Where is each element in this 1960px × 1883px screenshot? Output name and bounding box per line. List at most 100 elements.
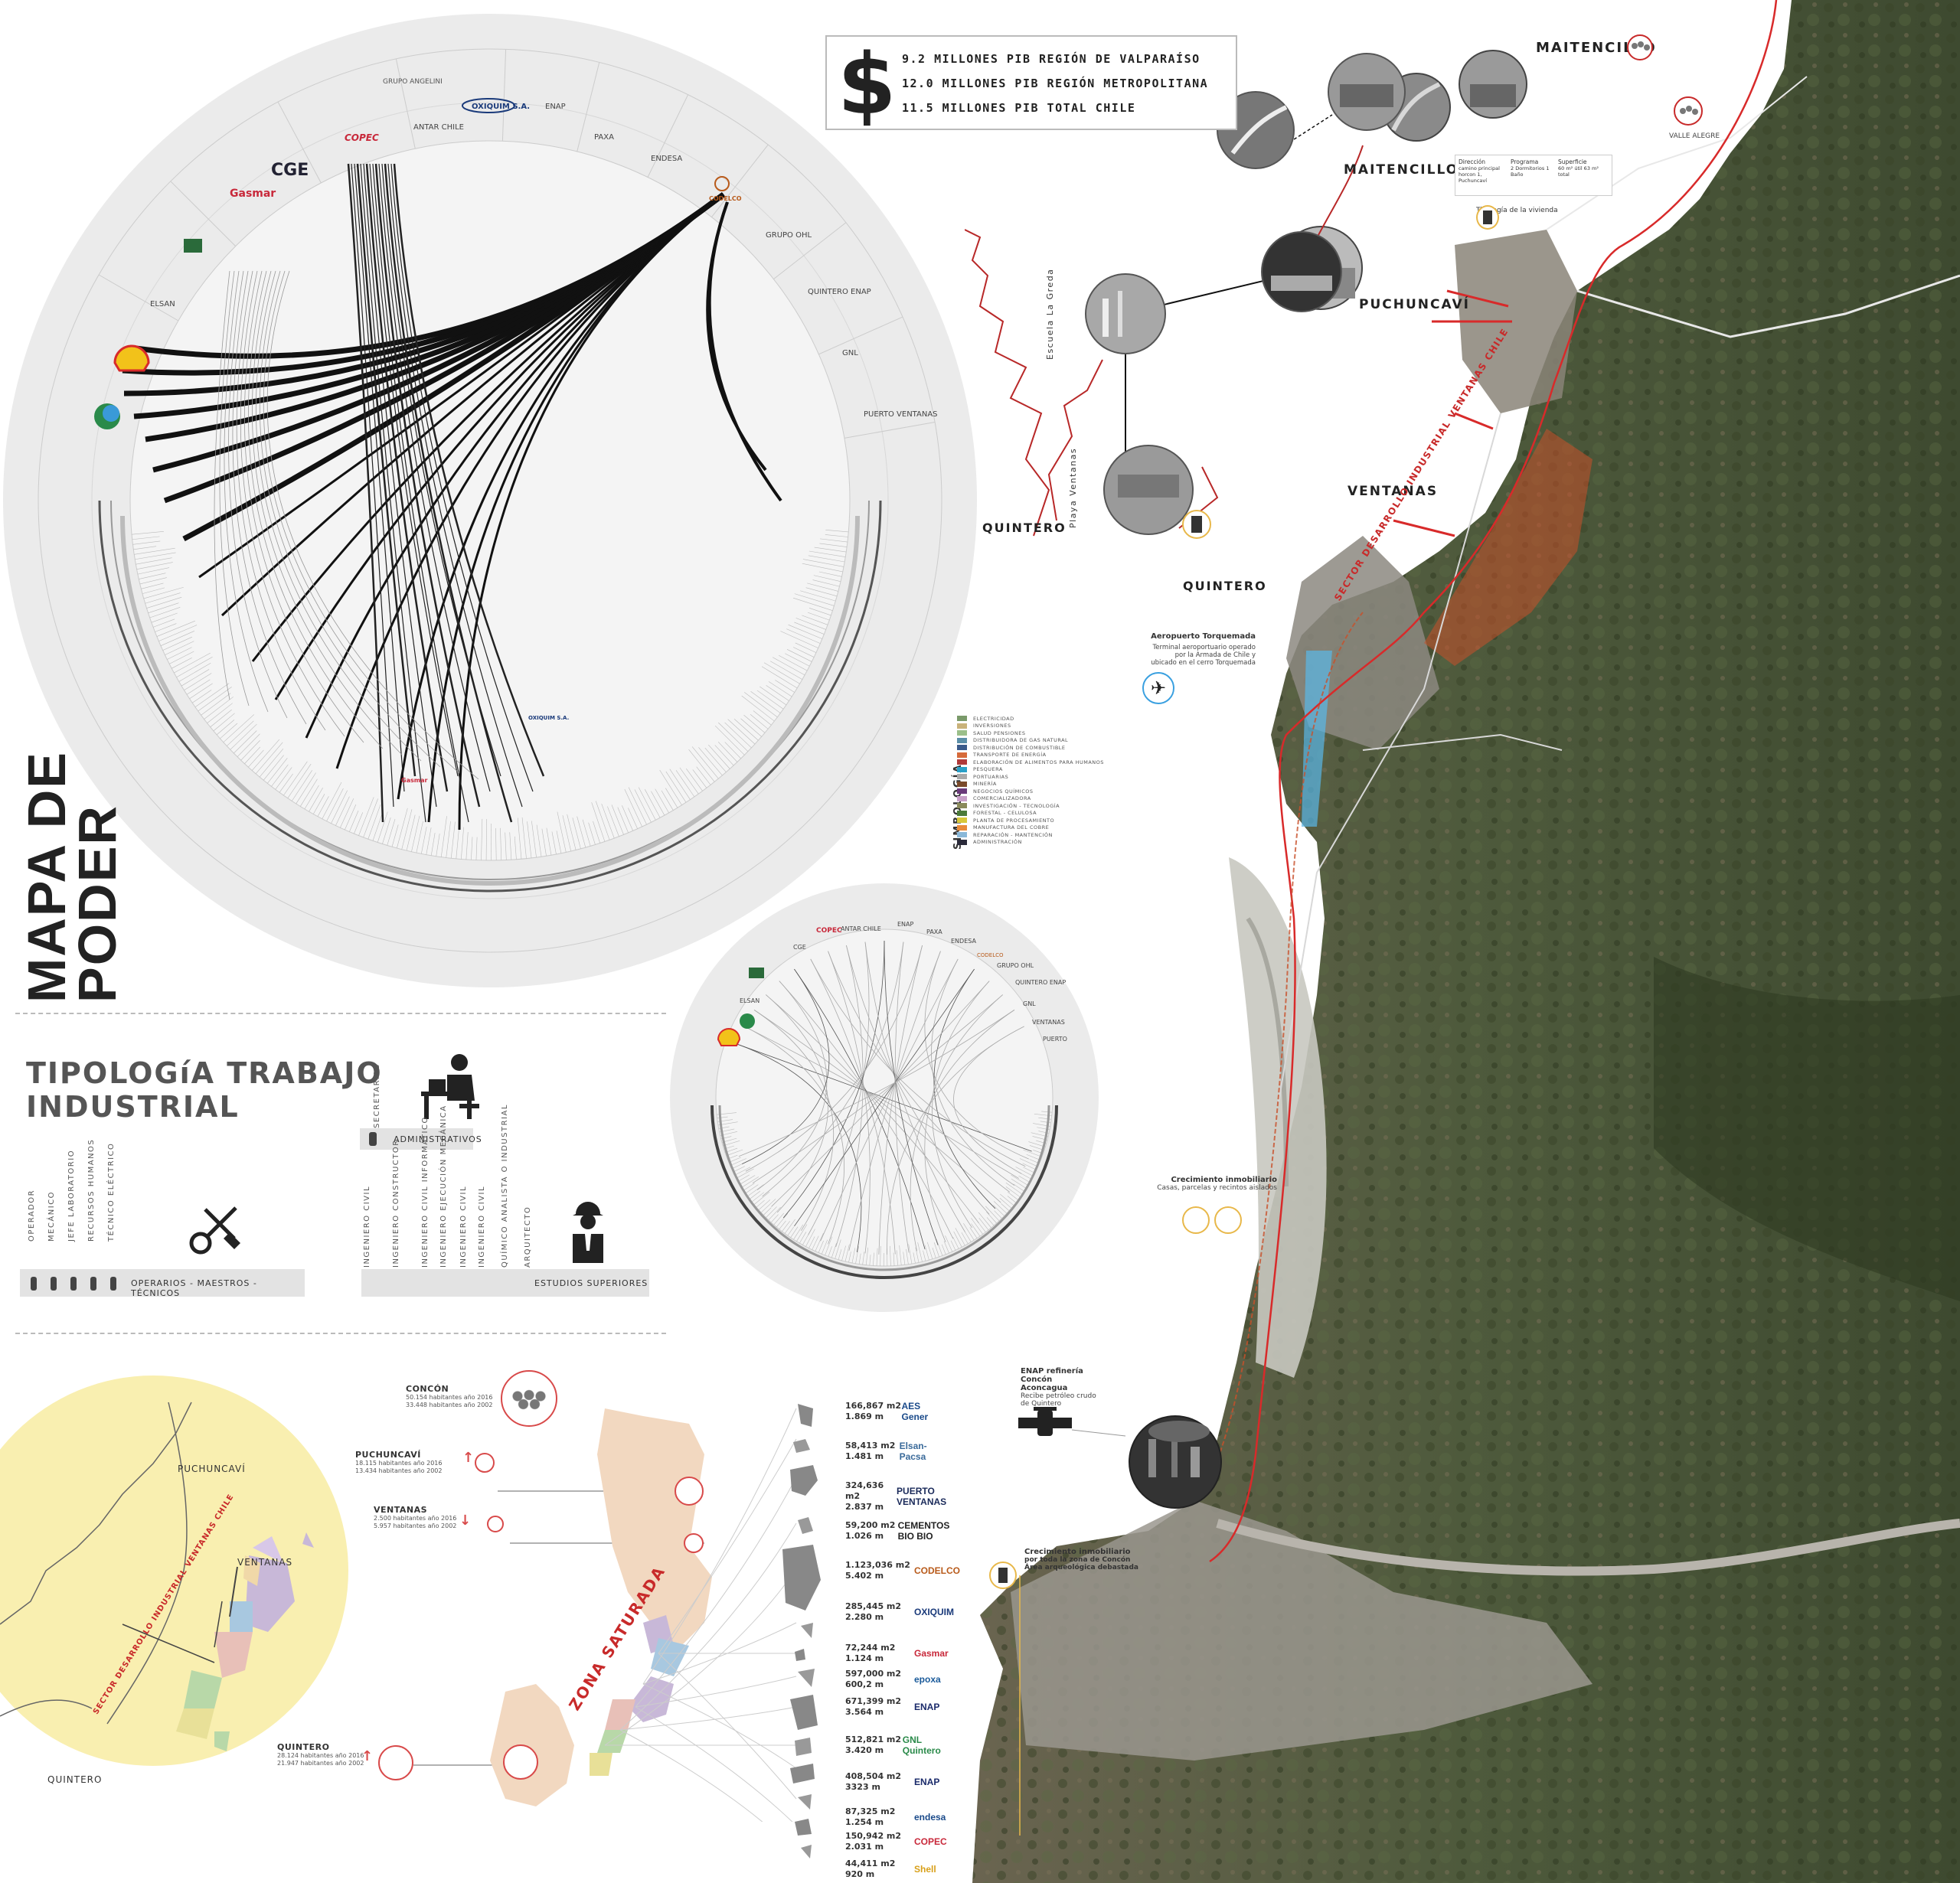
chord-label-quintero-enap: QUINTERO ENAP	[808, 288, 871, 296]
stat-puchuncavi-l2: 13.434 habitantes año 2002	[355, 1467, 443, 1474]
role-ing-informatico: INGENIERO CIVIL INFORMÁTICO	[421, 1116, 430, 1268]
stat-ventanas-l1: 2.500 habitantes año 2016	[374, 1515, 457, 1522]
bottom-label-quintero: QUINTERO	[47, 1774, 103, 1785]
legend-swatch	[957, 759, 967, 765]
small-label-antar: ANTAR CHILE	[841, 925, 881, 932]
bottom-label-ventanas: VENTANAS	[237, 1557, 293, 1568]
company-area: 285,445 m2	[845, 1601, 902, 1611]
legend-swatch	[957, 766, 967, 772]
company-logo: OXIQUIM	[914, 1607, 955, 1617]
stat-quintero-name: QUINTERO	[277, 1742, 330, 1752]
estudios-label: ESTUDIOS SUPERIORES	[534, 1278, 648, 1288]
small-label-cge: CGE	[793, 944, 806, 951]
bb-logo	[184, 239, 202, 253]
company-logo: endesa	[914, 1812, 946, 1823]
role-tecnico-electrico: TÉCNICO ELÉCTRICO	[107, 1142, 116, 1242]
tipologia-trabajo-title: TIPOLOGíA TRABAJO INDUSTRIAL	[26, 1056, 383, 1124]
chord-inner-gasmar: Gasmar	[401, 777, 427, 784]
label-playa-ventanas: Playa Ventanas	[1068, 447, 1078, 528]
legend-item: MANUFACTURA DEL COBRE	[957, 824, 1104, 832]
company-length: 2.280 m	[845, 1612, 884, 1622]
legend-swatch	[957, 752, 967, 758]
company-area: 59,200 m2	[845, 1520, 896, 1530]
photo-escuela-la-greda	[1085, 273, 1166, 354]
small-label-paxa: PAXA	[926, 928, 942, 935]
company-length: 920 m	[845, 1869, 875, 1879]
administrativos-bar: ADMINISTRATIVOS	[360, 1128, 482, 1150]
legend-item: FORESTAL - CELULOSA	[957, 810, 1104, 817]
company-area: 44,411 m2	[845, 1859, 896, 1868]
satellite-map[interactable]: MAITENCILLO VALLE ALEGRE	[965, 0, 1960, 1883]
urban-concon	[1011, 1500, 1592, 1761]
chord-diagram-small[interactable]: ANTAR CHILE ENAP PAXA ENDESA CODELCO GRU…	[666, 860, 1102, 1350]
small-label-codelco: CODELCO	[977, 952, 1004, 958]
vivienda-programa-detail: 2 Dormitorios 1 Baño	[1511, 165, 1550, 178]
small-label-quintero-enap: QUINTERO ENAP	[1015, 979, 1066, 986]
company-logo: Gasmar	[914, 1648, 949, 1659]
company-logo: AES Gener	[901, 1401, 929, 1422]
oxiquim-logo: OXIQUIM S.A.	[462, 98, 530, 113]
industrial-zone	[1424, 429, 1592, 666]
small-label-gnl: GNL	[1023, 1000, 1036, 1007]
chord-diagram-large[interactable]: GRUPO ANGELINI ANTAR CHILE OXIQUIM S.A. …	[0, 11, 980, 998]
company-length: 5.402 m	[845, 1571, 884, 1581]
label-ventanas: VENTANAS	[1348, 484, 1439, 499]
legend-label: DISTRIBUCIÓN DE COMBUSTIBLE	[973, 744, 1066, 751]
legend-swatch	[957, 730, 967, 736]
chord-inner-oxiquim: OXIQUIM S.A.	[528, 715, 569, 721]
legend-label: SALUD PENSIONES	[973, 729, 1026, 736]
zona-saturada-map	[413, 1408, 797, 1822]
label-puchuncavi: PUCHUNCAVÍ	[1359, 297, 1470, 312]
small-bb-logo	[749, 968, 764, 978]
company-shapes	[782, 1404, 821, 1859]
small-label-enap: ENAP	[897, 921, 914, 928]
legend-label: DISTRIBUIDORA DE GAS NATURAL	[973, 737, 1069, 744]
chord-label-elsan: ELSAN	[150, 300, 175, 308]
chord-label-grupo-ohl: GRUPO OHL	[766, 231, 812, 240]
legend-label: PLANTA DE PROCESAMIENTO	[973, 817, 1055, 824]
shell-logo	[113, 344, 150, 372]
legend-label: TRANSPORTE DE ENERGÍA	[973, 752, 1047, 759]
role-arquitecto: ARQUITECTO	[524, 1206, 532, 1268]
legend-swatch	[957, 817, 967, 824]
company-area: 324,636 m2	[845, 1480, 884, 1501]
aeropuerto-note: Aeropuerto Torquemada Terminal aeroportu…	[1102, 632, 1256, 667]
house-icon-2	[1214, 1206, 1242, 1234]
company-area: 597,000 m2	[845, 1669, 902, 1679]
tipologia-line1: TIPOLOGíA TRABAJO	[26, 1056, 383, 1090]
people-icon-ventanas	[487, 1516, 504, 1532]
operarios-label: OPERARIOS - MAESTROS - TÉCNICOS	[131, 1278, 257, 1298]
company-logo: CODELCO	[914, 1565, 960, 1576]
company-logo: Elsan-Pacsa	[899, 1441, 927, 1462]
enap-text: Recibe petróleo crudo de Quintero	[1021, 1392, 1096, 1408]
company-length: 600,2 m	[845, 1679, 884, 1689]
photo-maitencillo-town	[1459, 50, 1527, 119]
crecimiento-2-text: por toda la zona de Concón Área arqueoló…	[1024, 1556, 1139, 1571]
stat-concon-l2: 33.448 habitantes año 2002	[406, 1402, 493, 1408]
people-icon-quintero	[378, 1745, 413, 1780]
cge-logo: CGE	[271, 161, 309, 180]
legend-label: ELABORACIÓN DE ALIMENTOS PARA HUMANOS	[973, 759, 1104, 765]
small-gnl-logo	[740, 1013, 755, 1029]
role-ing-civil-1: INGENIERO CIVIL	[363, 1185, 371, 1268]
tipologia-line2: INDUSTRIAL	[26, 1090, 240, 1124]
legend-swatch	[957, 795, 967, 801]
legend-swatch	[957, 723, 967, 729]
legend-item: PLANTA DE PROCESAMIENTO	[957, 817, 1104, 824]
company-area: 512,821 m2	[845, 1735, 902, 1744]
legend-item: MINERÍA	[957, 781, 1104, 788]
company-area: 166,867 m2	[845, 1401, 902, 1411]
aeropuerto-text: Terminal aeroportuario operado por la Ar…	[1151, 644, 1256, 667]
legend-item: NEGOCIOS QUÍMICOS	[957, 788, 1104, 795]
chord-label-paxa: PAXA	[594, 133, 614, 142]
stat-concon-name: CONCÓN	[406, 1384, 449, 1394]
legend-swatch	[957, 824, 967, 831]
crecimiento-note-1: Crecimiento inmobiliario Casas, parcelas…	[1118, 1176, 1277, 1192]
legend-item: TRANSPORTE DE ENERGÍA	[957, 752, 1104, 759]
building-icon-vivienda	[1476, 205, 1499, 230]
